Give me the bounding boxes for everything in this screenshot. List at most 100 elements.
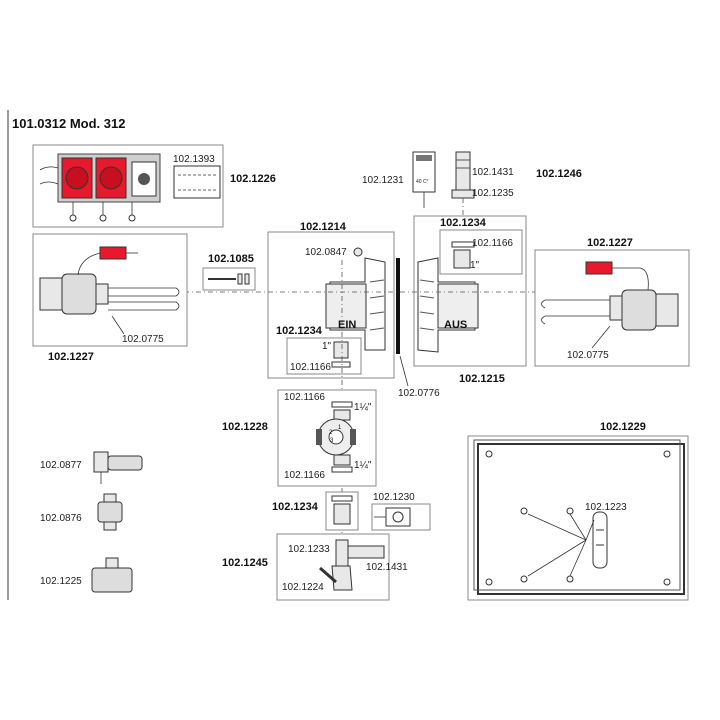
pump-speed-1: 1 xyxy=(338,425,342,431)
inch-label-pump-top: 1¼" xyxy=(354,401,372,413)
part-label-1431-top: 102.1431 xyxy=(472,167,514,178)
inch-label-top: 1" xyxy=(470,260,480,271)
left-heater-group: 102.0775 102.1227 xyxy=(32,233,188,363)
drain-valve xyxy=(331,565,353,591)
part-label-1085: 102.1085 xyxy=(208,253,254,265)
part-label-1166-pump-bottom: 102.1166 xyxy=(284,470,325,481)
valve-assembly-group: 102.1233 102.1431 102.1224 102.1245 xyxy=(222,533,408,601)
part-label-1166-pump-top: 102.1166 xyxy=(284,392,325,403)
safety-valve-body xyxy=(93,451,109,473)
pump-speed-3: 3 xyxy=(330,438,334,444)
socket-2-cover xyxy=(99,166,123,190)
label-aus: AUS xyxy=(444,319,467,331)
control-panel-group: 102.1393 102.1226 xyxy=(32,144,276,228)
pump-speed-2: 2 xyxy=(329,430,333,436)
part-label-1233: 102.1233 xyxy=(288,544,330,555)
thermostat-bottom-group: 102.1230 xyxy=(371,492,431,531)
cable-left xyxy=(39,166,59,185)
part-label-1393: 102.1393 xyxy=(173,154,215,165)
left-heater-plug xyxy=(99,246,127,260)
part-label-1166-mid: 102.1166 xyxy=(290,362,331,373)
part-label-1229: 102.1229 xyxy=(600,421,646,433)
left-heater-element xyxy=(108,287,180,311)
bottom-fitting-group: 102.1234 xyxy=(272,491,359,531)
loose-parts-group: 102.0877 102.0876 102.1225 xyxy=(40,451,143,593)
part-label-0775-left: 102.0775 xyxy=(122,334,164,345)
ball-valve xyxy=(91,567,133,593)
immersion-sleeve-group: 102.1431 102.1235 102.1246 xyxy=(451,151,582,230)
washer-1 xyxy=(237,273,243,285)
part-label-1228: 102.1228 xyxy=(222,421,268,433)
part-label-0847: 102.0847 xyxy=(305,247,347,258)
part-label-1234-bottom: 102.1234 xyxy=(272,501,319,513)
part-label-1245: 102.1245 xyxy=(222,557,268,569)
right-heater-cap xyxy=(655,293,679,327)
left-heater-cap xyxy=(39,277,63,311)
socket-1-cover xyxy=(65,166,89,190)
part-label-1223: 102.1223 xyxy=(585,502,627,513)
air-vent xyxy=(97,501,123,523)
top-fitting-box xyxy=(439,229,523,275)
pump-dial xyxy=(328,429,344,445)
thermostat-top-group: 40 C° 102.1231 xyxy=(362,151,436,208)
part-label-1225: 102.1225 xyxy=(40,576,82,587)
top-gasket xyxy=(451,241,475,248)
label-ein: EIN xyxy=(338,319,356,331)
part-label-1235: 102.1235 xyxy=(472,188,514,199)
safety-valve xyxy=(107,455,143,471)
left-heater-flange xyxy=(95,283,109,305)
inch-label-pump-bottom: 1¼" xyxy=(354,459,372,471)
diagram-title: 101.0312 Mod. 312 xyxy=(12,116,125,131)
mounting-plate-group: 102.1229 102.1223 xyxy=(467,421,689,601)
bottom-fitting xyxy=(333,503,351,525)
mid-gasket xyxy=(331,361,351,368)
mounting-plate xyxy=(477,443,685,595)
terminal-block xyxy=(173,165,221,199)
mid-fitting xyxy=(333,341,349,359)
part-label-0776: 102.0776 xyxy=(398,388,440,399)
part-label-0775-right: 102.0775 xyxy=(567,350,609,361)
vent-screw xyxy=(353,247,363,257)
immersion-sleeve xyxy=(455,151,471,197)
part-label-1246: 102.1246 xyxy=(536,168,582,180)
tank-group: 102.1214 102.1234 102.1166 1" EIN AUS 10… xyxy=(267,215,527,399)
part-label-1214: 102.1214 xyxy=(300,221,347,233)
tee-branch xyxy=(347,545,385,559)
right-heater-cable xyxy=(612,267,649,291)
pump-group: 102.1166 1¼" 1 2 3 1¼" 102.1166 102.1228 xyxy=(222,389,377,487)
part-label-1234-top: 102.1234 xyxy=(440,217,487,229)
part-label-1227-right: 102.1227 xyxy=(587,237,633,249)
right-heater-plug xyxy=(585,261,613,275)
inch-label-mid: 1" xyxy=(322,341,332,352)
part-label-1227-left: 102.1227 xyxy=(48,351,94,363)
left-heater-head xyxy=(61,273,97,315)
part-label-0876: 102.0876 xyxy=(40,513,82,524)
tee-vertical xyxy=(335,539,349,567)
part-label-1224: 102.1224 xyxy=(282,582,324,593)
left-heater-cable xyxy=(77,252,101,276)
gasket-0776 xyxy=(396,258,400,354)
selector-knob xyxy=(138,173,150,185)
part-label-1231: 102.1231 xyxy=(362,175,404,186)
part-label-0877: 102.0877 xyxy=(40,460,82,471)
mounting-leader-lines xyxy=(527,513,595,577)
mid-fitting-box xyxy=(286,337,362,375)
part-label-1234-mid: 102.1234 xyxy=(276,325,323,337)
right-heater-element xyxy=(541,299,610,325)
top-fitting xyxy=(453,249,471,269)
part-label-1226: 102.1226 xyxy=(230,173,276,185)
thermostat-display: 40 C° xyxy=(416,179,429,185)
right-heater-head xyxy=(621,289,657,331)
washer-2 xyxy=(244,273,250,285)
drain-valve-spout xyxy=(319,566,337,584)
part-label-1166-top: 102.1166 xyxy=(472,238,513,249)
tank-body-aus xyxy=(437,283,479,329)
level-gauge xyxy=(592,511,608,569)
right-heater-flange xyxy=(609,295,623,321)
part-label-1230: 102.1230 xyxy=(373,492,415,503)
part-label-1215: 102.1215 xyxy=(459,373,505,385)
sleeve-nut xyxy=(451,189,475,199)
bolt-set-group: 102.1085 xyxy=(202,253,256,291)
air-vent-cap xyxy=(103,493,117,503)
